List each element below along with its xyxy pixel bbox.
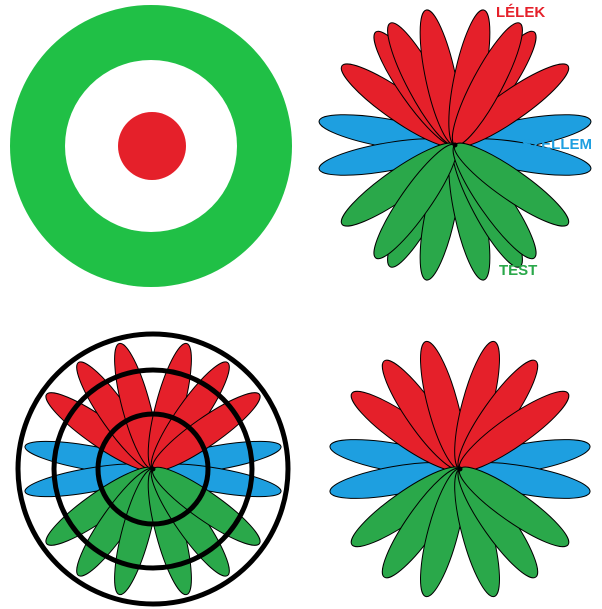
label-soul: LÉLEK xyxy=(496,4,545,21)
target-rings xyxy=(10,5,292,287)
flower-center xyxy=(151,467,156,472)
flower-center xyxy=(453,143,458,148)
flower-center xyxy=(458,467,463,472)
label-body: TEST xyxy=(499,262,537,279)
label-spirit: SZELLEM xyxy=(522,136,592,153)
red-center xyxy=(118,112,186,180)
